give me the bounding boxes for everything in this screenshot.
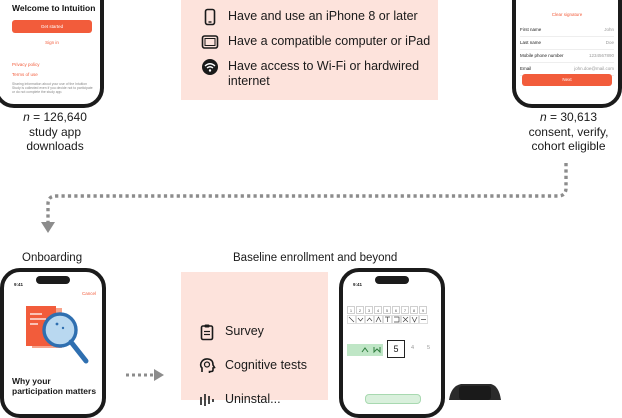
baseline-item: Survey <box>198 323 264 341</box>
field-value: john.doe@mail.com <box>574 66 614 71</box>
screen-title-line: Why your <box>12 376 51 386</box>
response-key[interactable] <box>365 394 421 404</box>
caption-line: downloads <box>26 139 84 153</box>
digit-key: 6 <box>392 306 400 314</box>
screen-title: Why your participation matters <box>12 376 96 396</box>
requirement-text: Have a compatible computer or iPad <box>228 34 431 48</box>
screen-title-line: participation matters <box>12 386 97 396</box>
onboarding-phone-screen: 9:41 Cancel Why your participation matte… <box>0 268 106 418</box>
digit-key: 3 <box>365 306 373 314</box>
answer-row: 5 4 5 <box>347 340 441 360</box>
current-digit-box[interactable]: 5 <box>387 340 405 358</box>
clipboard-icon <box>200 324 214 341</box>
caption-line: consent, verify, <box>528 124 609 139</box>
upcoming-digit: 5 <box>427 345 431 351</box>
get-started-button[interactable]: Get started <box>12 20 92 33</box>
last-name-field[interactable]: Last name Doe <box>520 36 614 50</box>
welcome-title: Welcome to Intuition <box>12 3 96 13</box>
digit-key: 9 <box>419 306 427 314</box>
wifi-icon <box>202 59 218 75</box>
terms-of-use-link[interactable]: Terms of use <box>12 72 38 77</box>
first-name-field[interactable]: First name John <box>520 23 614 37</box>
upcoming-digit: 4 <box>411 345 415 351</box>
baseline-item: Cognitive tests <box>198 357 307 375</box>
n-symbol: n <box>23 110 30 124</box>
welcome-phone-screen: Welcome to Intuition Get started Sign in… <box>0 0 104 108</box>
baseline-item-text: Cognitive tests <box>225 358 307 372</box>
baseline-panel <box>181 272 328 400</box>
requirement-row: Have and use an iPhone 8 or later <box>201 8 418 26</box>
magnifier-illustration <box>26 306 89 364</box>
wearable-band-illustration <box>449 384 501 400</box>
requirement-row: Have a compatible computer or iPad <box>201 33 430 51</box>
clear-signature-link[interactable]: Clear signature <box>551 12 583 17</box>
status-time: 9:41 <box>353 282 363 287</box>
downloads-caption: n = 126,640 study app downloads <box>10 110 100 154</box>
digit-key: 4 <box>374 306 382 314</box>
privacy-policy-link[interactable]: Privacy policy <box>12 62 40 67</box>
onboarding-heading: Onboarding <box>22 252 83 264</box>
check-symbol <box>359 344 371 356</box>
digit-key: 1 <box>347 306 355 314</box>
eligible-caption: n = 30,613 consent, verify, cohort eligi… <box>515 110 622 154</box>
field-label: Last name <box>520 40 542 45</box>
field-value: 1234567890 <box>588 53 614 58</box>
requirement-text: Have access to Wi-Fi or hardwired intern… <box>228 59 420 88</box>
status-time: 9:41 <box>14 282 24 287</box>
sign-in-link[interactable]: Sign in <box>45 40 59 45</box>
caption-count: = 126,640 <box>29 110 87 124</box>
consent-phone-screen: Clear signature First name John Last name… <box>512 0 622 108</box>
caption-line: study app <box>28 124 82 139</box>
field-value: John <box>604 27 614 32</box>
field-label: First name <box>520 27 542 32</box>
brain-head-icon <box>199 358 216 373</box>
baseline-item-text: Uninstal... <box>225 392 281 406</box>
symbol-key-row <box>347 315 428 324</box>
completed-cell <box>347 344 359 356</box>
activity-icon <box>200 394 214 406</box>
cancel-link[interactable]: Cancel <box>81 291 96 296</box>
requirements-panel <box>181 0 438 100</box>
caption-line: n = 126,640 <box>10 110 100 125</box>
baseline-heading: Baseline enrollment and beyond <box>233 252 398 264</box>
phone-number-field[interactable]: Mobile phone number 1234567890 <box>520 49 614 63</box>
fine-print: Sharing information about your use of th… <box>12 82 93 95</box>
baseline-item: Uninstal... <box>198 391 281 409</box>
next-button[interactable]: Next <box>522 74 612 86</box>
caption-line: n = 30,613 <box>515 110 622 125</box>
digit-key: 5 <box>383 306 391 314</box>
digit-key: 7 <box>401 306 409 314</box>
requirement-text: Have and use an iPhone 8 or later <box>228 9 418 23</box>
requirement-row: Have access to Wi-Fi or hardwired intern… <box>201 58 426 89</box>
baseline-item-text: Survey <box>225 324 264 338</box>
flow-arrow <box>41 163 568 233</box>
digit-key: 2 <box>356 306 364 314</box>
caption-line: cohort eligible <box>531 139 606 153</box>
field-value: Doe <box>605 40 614 45</box>
small-flow-arrow <box>126 369 164 381</box>
field-label: Mobile phone number <box>520 53 564 58</box>
digit-key: 8 <box>410 306 418 314</box>
tablet-icon <box>201 35 219 49</box>
check-symbol <box>371 344 383 356</box>
n-symbol: n <box>539 110 547 124</box>
smartphone-icon <box>204 8 216 26</box>
caption-count: = 30,613 <box>546 110 598 124</box>
field-label: Email <box>520 66 532 71</box>
